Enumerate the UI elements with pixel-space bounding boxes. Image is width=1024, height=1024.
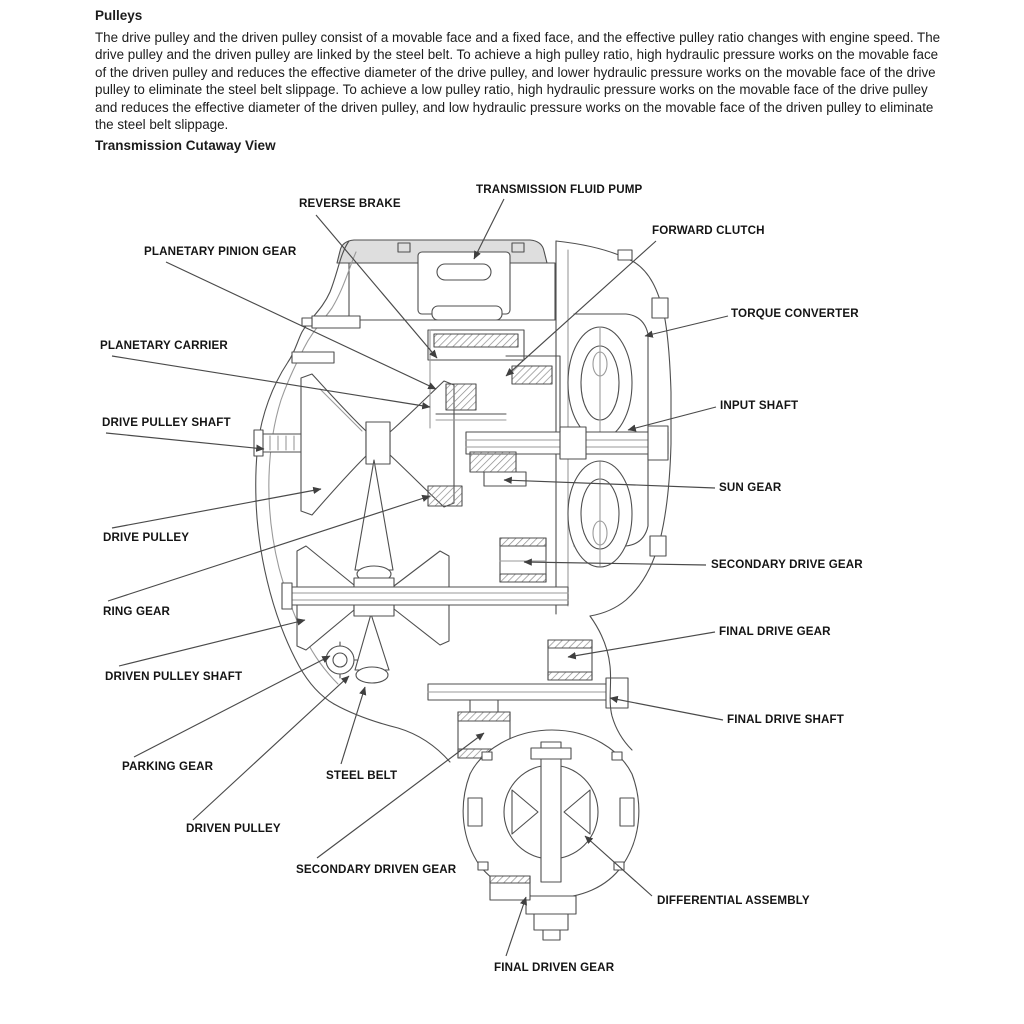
leader-differential-assembly [584, 835, 653, 897]
leader-torque-converter [644, 315, 729, 338]
leader-final-driven-gear [505, 896, 527, 957]
leader-drive-pulley [111, 486, 322, 529]
leader-final-drive-gear [567, 631, 716, 660]
leader-reverse-brake [315, 214, 438, 359]
leader-sun-gear [503, 476, 716, 489]
leader-secondary-drive-gear [523, 558, 707, 566]
label-forward-clutch: FORWARD CLUTCH [652, 224, 765, 237]
label-differential-assembly: DIFFERENTIAL ASSEMBLY [657, 894, 810, 907]
leader-final-drive-shaft [609, 695, 724, 721]
page-title: Pulleys [95, 8, 143, 23]
label-drive-pulley-shaft: DRIVE PULLEY SHAFT [102, 416, 231, 429]
body-paragraph: The drive pulley and the driven pulley c… [95, 30, 941, 133]
leader-planetary-pinion-gear [165, 261, 437, 390]
diagram-title: Transmission Cutaway View [95, 138, 276, 153]
label-driven-pulley: DRIVEN PULLEY [186, 822, 281, 835]
label-planetary-carrier: PLANETARY CARRIER [100, 339, 228, 352]
label-drive-pulley: DRIVE PULLEY [103, 531, 190, 544]
leader-input-shaft [627, 406, 717, 432]
label-secondary-drive-gear: SECONDARY DRIVE GEAR [711, 558, 863, 571]
label-ring-gear: RING GEAR [103, 605, 171, 618]
label-steel-belt: STEEL BELT [326, 769, 398, 782]
leader-driven-pulley-shaft [118, 618, 306, 667]
label-sun-gear: SUN GEAR [719, 481, 782, 494]
label-input-shaft: INPUT SHAFT [720, 399, 799, 412]
label-final-driven-gear: FINAL DRIVEN GEAR [494, 961, 615, 974]
leader-lines [105, 198, 729, 957]
leader-ring-gear [107, 494, 431, 602]
label-transmission-fluid-pump: TRANSMISSION FLUID PUMP [476, 183, 643, 196]
leader-transmission-fluid-pump [473, 198, 505, 260]
label-driven-pulley-shaft: DRIVEN PULLEY SHAFT [105, 670, 243, 683]
leader-steel-belt [340, 686, 367, 765]
label-final-drive-gear: FINAL DRIVE GEAR [719, 625, 831, 638]
leader-drive-pulley-shaft [105, 432, 265, 452]
leader-secondary-driven-gear [316, 732, 485, 859]
label-torque-converter: TORQUE CONVERTER [731, 307, 859, 320]
leader-forward-clutch [505, 240, 657, 377]
leader-planetary-carrier [111, 355, 431, 410]
label-planetary-pinion-gear: PLANETARY PINION GEAR [144, 245, 297, 258]
leader-parking-gear [133, 655, 331, 758]
label-parking-gear: PARKING GEAR [122, 760, 214, 773]
label-secondary-driven-gear: SECONDARY DRIVEN GEAR [296, 863, 457, 876]
leader-driven-pulley [192, 675, 350, 821]
label-reverse-brake: REVERSE BRAKE [299, 197, 401, 210]
label-final-drive-shaft: FINAL DRIVE SHAFT [727, 713, 844, 726]
